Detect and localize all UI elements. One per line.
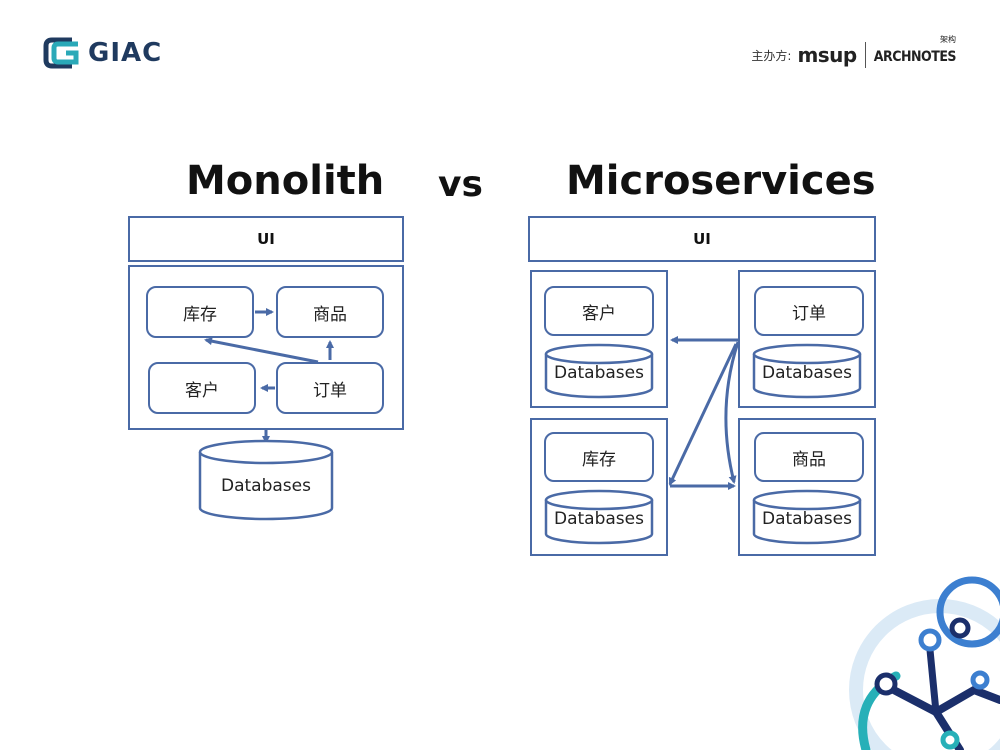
micro-ui-box: UI <box>528 216 876 262</box>
micro-db-inventory-label: Databases <box>554 509 644 529</box>
arrow-order-inventory <box>204 337 319 364</box>
micro-db-customer-cylinder <box>544 343 654 399</box>
title-vs: vs <box>438 164 483 205</box>
network-decoration-icon <box>849 576 1000 750</box>
monolith-node-product-label: 商品 <box>313 304 347 325</box>
monolith-node-inventory: 库存 <box>146 286 254 338</box>
giac-logo-icon <box>43 37 79 69</box>
micro-node-product-label: 商品 <box>792 449 826 470</box>
monolith-ui-label: UI <box>257 230 275 248</box>
micro-db-order-label: Databases <box>762 363 852 383</box>
micro-node-product: 商品 <box>754 432 864 482</box>
monolith-node-order-label: 订单 <box>313 380 347 401</box>
monolith-database-label: Databases <box>221 476 311 496</box>
arrow-order-inventory-micro <box>668 343 738 486</box>
monolith-arrows <box>204 308 334 444</box>
arrow-order-product-micro <box>724 341 740 484</box>
sponsor-bar: 主办方: msup 架构 ARCHNOTES <box>751 35 957 72</box>
monolith-node-product: 商品 <box>276 286 384 338</box>
sponsor-label: 主办方: <box>751 48 792 63</box>
monolith-node-order: 订单 <box>276 362 384 414</box>
micro-node-order: 订单 <box>754 286 864 336</box>
micro-db-customer-label: Databases <box>554 363 644 383</box>
micro-db-inventory-cylinder <box>544 489 654 545</box>
sponsor-divider <box>864 42 866 68</box>
giac-logo: GIAC <box>42 34 172 74</box>
micro-db-order-cylinder <box>752 343 862 399</box>
archnotes-logo: 架构 ARCHNOTES <box>873 35 957 65</box>
micro-node-customer: 客户 <box>544 286 654 336</box>
monolith-database-cylinder <box>198 439 334 521</box>
monolith-node-customer-label: 客户 <box>185 380 219 401</box>
micro-db-product-cylinder <box>752 489 862 545</box>
logo-text: GIAC <box>88 38 163 68</box>
title-monolith: Monolith <box>186 158 385 204</box>
micro-node-inventory: 库存 <box>544 432 654 482</box>
micro-node-order-label: 订单 <box>792 303 826 324</box>
monolith-node-customer: 客户 <box>148 362 256 414</box>
title-microservices: Microservices <box>566 158 876 204</box>
monolith-node-inventory-label: 库存 <box>183 304 217 325</box>
monolith-ui-box: UI <box>128 216 404 262</box>
archnotes-text: ARCHNOTES <box>873 48 957 65</box>
archnotes-cn: 架构 <box>940 34 956 44</box>
micro-node-customer-label: 客户 <box>582 303 616 324</box>
micro-arrows <box>668 336 740 490</box>
micro-node-inventory-label: 库存 <box>582 449 616 470</box>
micro-ui-label: UI <box>693 230 711 248</box>
msup-logo: msup <box>797 43 857 67</box>
micro-db-product-label: Databases <box>762 509 852 529</box>
